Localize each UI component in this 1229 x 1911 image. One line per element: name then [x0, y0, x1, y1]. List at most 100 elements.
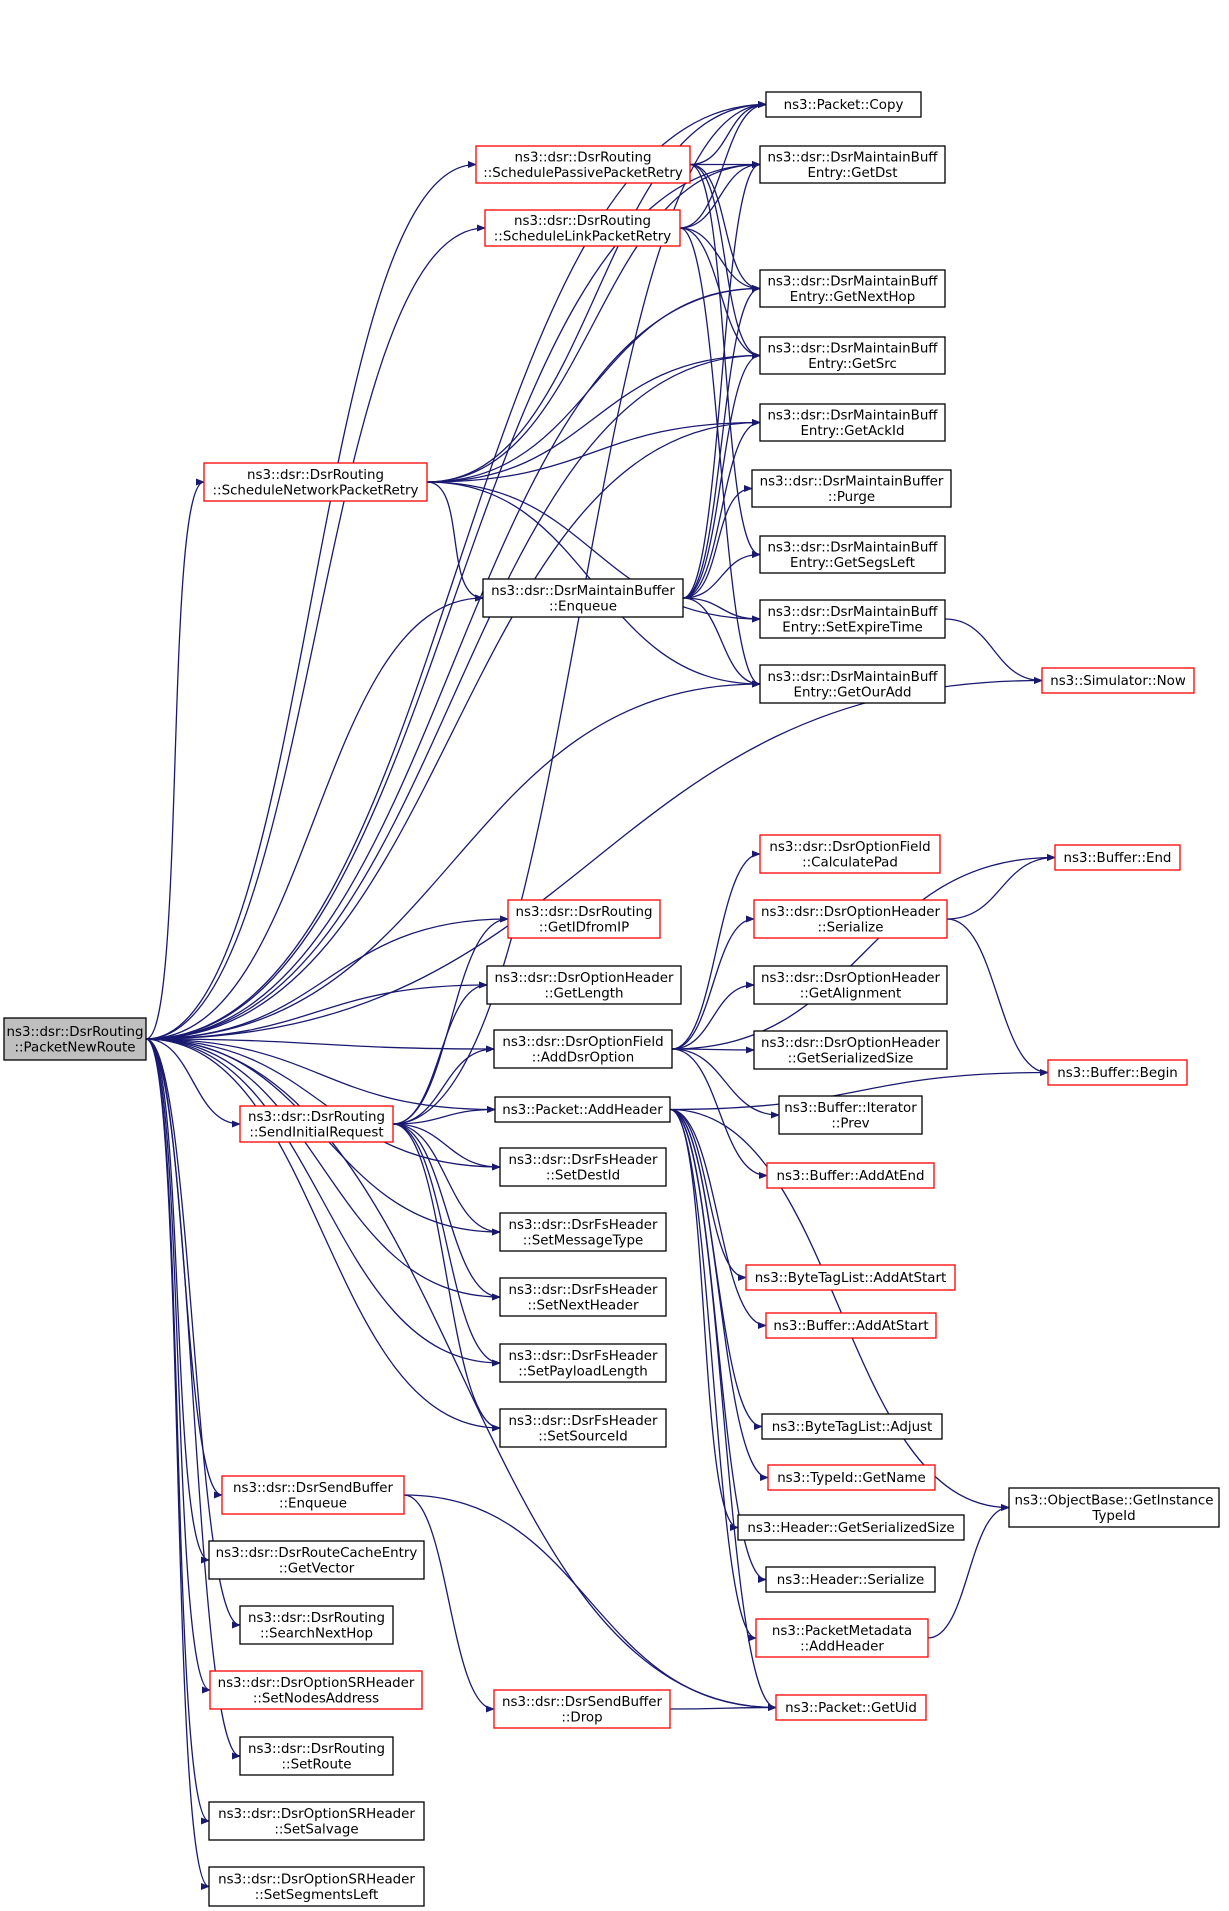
edge-mb-enqueue-to-set-expire [682, 597, 761, 623]
node-set-salvage[interactable]: ns3::dsr::DsrOptionSRHeader::SetSalvage [208, 1801, 425, 1841]
node-get-vector[interactable]: ns3::dsr::DsrRouteCacheEntry::GetVector [208, 1540, 425, 1580]
node-set-next-header[interactable]: ns3::dsr::DsrFsHeader::SetNextHeader [499, 1277, 667, 1317]
node-opt-serialize[interactable]: ns3::dsr::DsrOptionHeader::Serialize [753, 899, 948, 939]
node-search-next-hop[interactable]: ns3::dsr::DsrRouting::SearchNextHop [239, 1605, 394, 1645]
node-get-next-hop[interactable]: ns3::dsr::DsrMaintainBuffEntry::GetNextH… [759, 269, 946, 308]
edge-sb-drop-to-pkt-get-uid [669, 1703, 777, 1712]
node-set-source-id[interactable]: ns3::dsr::DsrFsHeader::SetSourceId [499, 1408, 667, 1448]
node-set-nodes-addr[interactable]: ns3::dsr::DsrOptionSRHeader::SetNodesAdd… [209, 1670, 423, 1710]
edge-packet-new-route-to-add-dsr-option [145, 1038, 495, 1053]
node-pkt-add-header[interactable]: ns3::Packet::AddHeader [494, 1096, 671, 1123]
node-iter-prev[interactable]: ns3::Buffer::Iterator::Prev [778, 1095, 923, 1135]
node-box [3, 1017, 147, 1061]
edge-send-initial-to-add-dsr-option [392, 1045, 495, 1125]
edge-packet-new-route-to-set-route [145, 1038, 241, 1760]
edge-packet-new-route-to-set-seg-left [145, 1038, 210, 1890]
node-packet-new-route[interactable]: ns3::dsr::DsrRouting::PacketNewRoute [3, 1017, 147, 1061]
node-set-expire[interactable]: ns3::dsr::DsrMaintainBuffEntry::SetExpir… [759, 599, 946, 639]
node-label-line: ::SendInitialRequest [249, 1125, 383, 1140]
edge-add-dsr-option-to-opt-get-ser-size [671, 1046, 755, 1054]
node-box [1041, 667, 1195, 694]
node-label-line: ns3::dsr::DsrMaintainBuff [767, 670, 938, 685]
node-sb-drop[interactable]: ns3::dsr::DsrSendBuffer::Drop [493, 1689, 671, 1729]
node-sched-link[interactable]: ns3::dsr::DsrRouting::ScheduleLinkPacket… [484, 209, 681, 247]
node-box [778, 1095, 923, 1135]
node-box [753, 1030, 948, 1070]
node-label-line: ::SetSalvage [274, 1822, 358, 1837]
node-label-line: ns3::PacketMetadata [772, 1624, 912, 1639]
node-label-line: Entry::GetAckId [800, 424, 904, 439]
node-box [208, 1540, 425, 1580]
node-label-line: ::Serialize [818, 920, 884, 935]
node-label-line: ns3::dsr::DsrRouting [248, 1742, 385, 1757]
node-buf-add-at-start[interactable]: ns3::Buffer::AddAtStart [765, 1312, 937, 1339]
edge-sched-network-to-set-expire [426, 481, 761, 623]
node-label-line: ns3::Header::Serialize [777, 1573, 924, 1588]
edge-packet-new-route-to-search-next-hop [145, 1038, 241, 1629]
node-set-msg-type[interactable]: ns3::dsr::DsrFsHeader::SetMessageType [499, 1212, 667, 1252]
edge-send-initial-to-set-dest-id [392, 1123, 501, 1171]
node-box [486, 965, 682, 1005]
node-label-line: ns3::Header::GetSerializedSize [747, 1521, 954, 1536]
node-label-line: ns3::Buffer::AddAtStart [773, 1319, 928, 1334]
node-opt-get-ser-size[interactable]: ns3::dsr::DsrOptionHeader::GetSerialized… [753, 1030, 948, 1070]
node-label-line: ns3::dsr::DsrSendBuffer [233, 1481, 393, 1496]
node-add-dsr-option[interactable]: ns3::dsr::DsrOptionField::AddDsrOption [493, 1029, 673, 1069]
node-btl-add-at-start[interactable]: ns3::ByteTagList::AddAtStart [745, 1264, 956, 1291]
node-box [765, 91, 922, 118]
node-sched-network[interactable]: ns3::dsr::DsrRouting::ScheduleNetworkPac… [203, 462, 428, 502]
node-send-initial[interactable]: ns3::dsr::DsrRouting::SendInitialRequest [239, 1105, 394, 1143]
node-sim-now[interactable]: ns3::Simulator::Now [1041, 667, 1195, 694]
edge-send-initial-to-get-idfrom-ip [392, 915, 509, 1125]
node-set-payload-len[interactable]: ns3::dsr::DsrFsHeader::SetPayloadLength [499, 1343, 667, 1383]
node-label-line: ns3::dsr::DsrMaintainBuff [767, 605, 938, 620]
node-get-our-add[interactable]: ns3::dsr::DsrMaintainBuffEntry::GetOurAd… [759, 664, 946, 704]
node-label-line: ns3::dsr::DsrOptionHeader [761, 971, 941, 986]
edge-packet-new-route-to-get-idfrom-ip [145, 915, 509, 1040]
edge-packet-new-route-to-set-source-id [145, 1038, 501, 1432]
edge-sb-enqueue-to-sb-drop [403, 1494, 495, 1713]
node-label-line: ::GetIDfromIP [539, 920, 629, 935]
node-get-segs-left[interactable]: ns3::dsr::DsrMaintainBuffEntry::GetSegsL… [759, 535, 946, 574]
node-sb-enqueue[interactable]: ns3::dsr::DsrSendBuffer::Enqueue [221, 1475, 405, 1515]
node-hdr-get-ser-size[interactable]: ns3::Header::GetSerializedSize [737, 1514, 965, 1541]
node-label-line: ::GetAlignment [800, 986, 902, 1001]
node-set-dest-id[interactable]: ns3::dsr::DsrFsHeader::SetDestId [499, 1147, 667, 1187]
node-buf-end[interactable]: ns3::Buffer::End [1054, 844, 1181, 871]
edge-mb-enqueue-to-get-dst [682, 160, 761, 599]
edge-sched-passive-to-get-next-hop [689, 163, 761, 293]
node-pkt-get-uid[interactable]: ns3::Packet::GetUid [775, 1694, 927, 1721]
node-purge[interactable]: ns3::dsr::DsrMaintainBuffer::Purge [751, 469, 952, 508]
node-label-line: ns3::dsr::DsrOptionHeader [494, 971, 674, 986]
node-box [499, 1343, 667, 1383]
edge-pkt-add-header-to-pkt-get-uid [669, 1108, 777, 1712]
node-buf-begin[interactable]: ns3::Buffer::Begin [1047, 1059, 1188, 1086]
node-packet-copy[interactable]: ns3::Packet::Copy [765, 91, 922, 118]
node-label-line: ns3::dsr::DsrRouting [515, 150, 652, 165]
node-buf-add-at-end[interactable]: ns3::Buffer::AddAtEnd [766, 1162, 935, 1189]
node-label-line: ns3::dsr::DsrOptionField [769, 840, 930, 855]
node-label-line: ns3::TypeId::GetName [777, 1471, 926, 1486]
node-hdr-serialize[interactable]: ns3::Header::Serialize [765, 1566, 936, 1593]
node-set-seg-left[interactable]: ns3::dsr::DsrOptionSRHeader::SetSegments… [208, 1866, 425, 1907]
node-label-line: ::SetSegmentsLeft [255, 1888, 378, 1903]
node-mb-enqueue[interactable]: ns3::dsr::DsrMaintainBuffer::Enqueue [482, 578, 684, 618]
node-calc-pad[interactable]: ns3::dsr::DsrOptionField::CalculatePad [759, 834, 941, 874]
node-set-route[interactable]: ns3::dsr::DsrRouting::SetRoute [239, 1736, 394, 1776]
edge-sched-passive-to-packet-copy [689, 100, 767, 166]
node-label-line: ::SetSourceId [538, 1429, 627, 1444]
node-get-idfrom-ip[interactable]: ns3::dsr::DsrRouting::GetIDfromIP [507, 899, 661, 939]
node-opt-get-align[interactable]: ns3::dsr::DsrOptionHeader::GetAlignment [753, 965, 948, 1005]
node-sched-passive[interactable]: ns3::dsr::DsrRouting::SchedulePassivePac… [475, 145, 691, 184]
node-label-line: ns3::dsr::DsrRouting [247, 468, 384, 483]
edge-sched-passive-to-get-src [689, 163, 761, 360]
node-label-line: ns3::dsr::DsrSendBuffer [502, 1695, 662, 1710]
node-btl-adjust[interactable]: ns3::ByteTagList::Adjust [761, 1413, 943, 1440]
node-pm-add-header[interactable]: ns3::PacketMetadata::AddHeader [755, 1618, 929, 1658]
node-opt-get-length[interactable]: ns3::dsr::DsrOptionHeader::GetLength [486, 965, 682, 1005]
node-type-id-get-name[interactable]: ns3::TypeId::GetName [767, 1464, 936, 1491]
